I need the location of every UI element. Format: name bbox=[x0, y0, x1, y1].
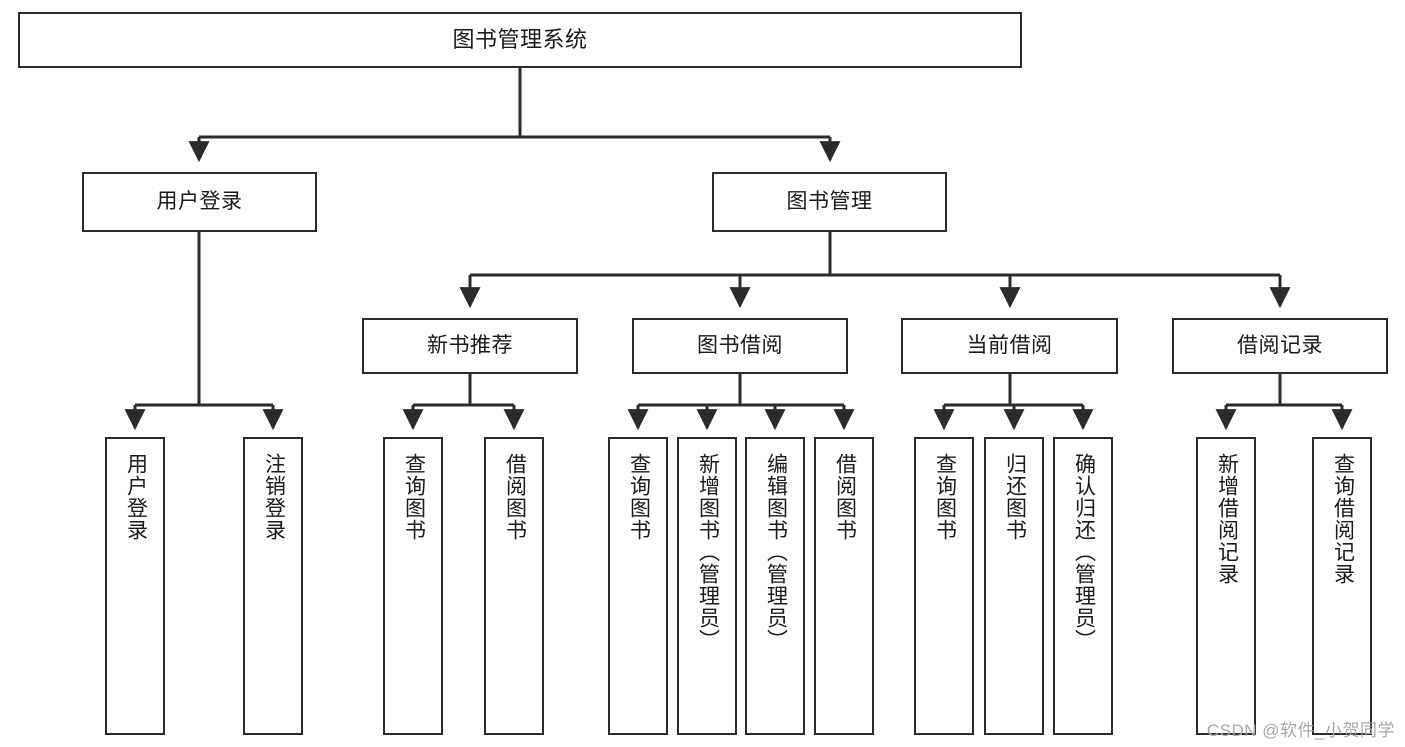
node-label: 借阅记录 bbox=[1237, 333, 1323, 357]
node-borrow-record[interactable]: 借阅记录 bbox=[1172, 318, 1388, 374]
node-user-login[interactable]: 用户登录 bbox=[82, 172, 317, 232]
csdn-watermark: CSDN @软件_小贺同学 bbox=[1206, 721, 1395, 740]
node-label: 新增借阅记录 bbox=[1215, 453, 1239, 585]
node-label: 图书管理 bbox=[786, 189, 873, 213]
leaf-user-login-signout[interactable]: 注销登录 bbox=[243, 437, 303, 735]
leaf-current-query-book[interactable]: 查询图书 bbox=[914, 437, 974, 735]
node-label: 查询图书 bbox=[933, 453, 957, 541]
leaf-borrow-edit-book-admin[interactable]: 编辑图书（管理员） bbox=[745, 437, 805, 735]
node-label: 借阅图书 bbox=[833, 453, 857, 541]
leaf-user-login-signin[interactable]: 用户登录 bbox=[105, 437, 165, 735]
node-label: 查询借阅记录 bbox=[1331, 453, 1355, 585]
leaf-recommend-query-book[interactable]: 查询图书 bbox=[383, 437, 443, 735]
node-label: 新书推荐 bbox=[427, 333, 513, 357]
leaf-borrow-borrow-book[interactable]: 借阅图书 bbox=[814, 437, 874, 735]
node-root-system[interactable]: 图书管理系统 bbox=[18, 12, 1022, 68]
node-label: 注销登录 bbox=[262, 453, 286, 541]
node-current-borrow[interactable]: 当前借阅 bbox=[901, 318, 1118, 374]
node-new-book-recommend[interactable]: 新书推荐 bbox=[362, 318, 578, 374]
node-label: 图书借阅 bbox=[697, 333, 783, 357]
leaf-record-add-record[interactable]: 新增借阅记录 bbox=[1196, 437, 1256, 735]
leaf-borrow-add-book-admin[interactable]: 新增图书（管理员） bbox=[677, 437, 737, 735]
leaf-recommend-borrow-book[interactable]: 借阅图书 bbox=[484, 437, 544, 735]
leaf-record-query-record[interactable]: 查询借阅记录 bbox=[1312, 437, 1372, 735]
node-label: 查询图书 bbox=[627, 453, 651, 541]
leaf-borrow-query-book[interactable]: 查询图书 bbox=[608, 437, 668, 735]
node-label: 借阅图书 bbox=[503, 453, 527, 541]
node-book-borrow[interactable]: 图书借阅 bbox=[632, 318, 848, 374]
node-label: 确认归还（管理员） bbox=[1072, 453, 1096, 651]
node-label: 图书管理系统 bbox=[452, 27, 588, 53]
node-label: 当前借阅 bbox=[966, 333, 1053, 357]
node-label: 编辑图书（管理员） bbox=[764, 453, 788, 651]
node-book-management[interactable]: 图书管理 bbox=[712, 172, 947, 232]
node-label: 新增图书（管理员） bbox=[696, 453, 720, 651]
node-label: 归还图书 bbox=[1003, 453, 1027, 541]
leaf-current-confirm-return-admin[interactable]: 确认归还（管理员） bbox=[1053, 437, 1113, 735]
node-label: 用户登录 bbox=[124, 453, 148, 541]
node-label: 查询图书 bbox=[402, 453, 426, 541]
node-label: 用户登录 bbox=[156, 189, 243, 213]
leaf-current-return-book[interactable]: 归还图书 bbox=[984, 437, 1044, 735]
